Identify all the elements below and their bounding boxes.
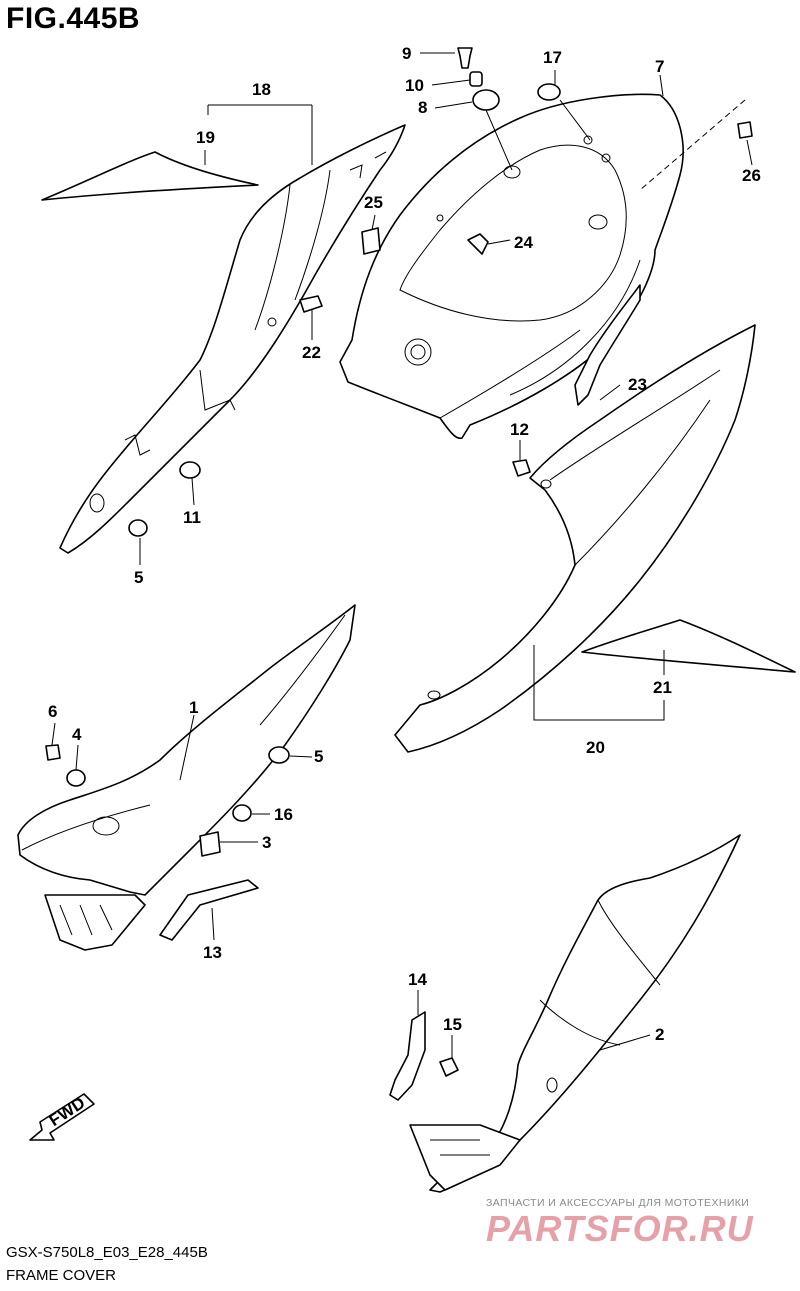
part-25-tape[interactable] xyxy=(361,227,381,255)
part-8-grommet[interactable] xyxy=(472,89,500,111)
callout-8[interactable]: 8 xyxy=(418,98,427,117)
part-11-grommet[interactable] xyxy=(179,461,201,479)
callout-24[interactable]: 24 xyxy=(514,233,533,252)
part-3-cushion[interactable] xyxy=(199,831,221,857)
leader-lines xyxy=(51,52,753,1058)
callout-4[interactable]: 4 xyxy=(72,725,82,744)
callout-23[interactable]: 23 xyxy=(628,375,647,394)
callout-14[interactable]: 14 xyxy=(408,970,427,989)
part-17-grommet[interactable] xyxy=(537,83,561,101)
callout-2[interactable]: 2 xyxy=(655,1025,664,1044)
callout-5-lower[interactable]: 5 xyxy=(314,747,323,766)
part-24-clip[interactable] xyxy=(467,233,489,255)
callout-3[interactable]: 3 xyxy=(262,833,271,852)
part-4-collar[interactable] xyxy=(66,769,86,787)
callout-21[interactable]: 21 xyxy=(653,678,672,697)
callout-13[interactable]: 13 xyxy=(203,943,222,962)
watermark-logo: PARTSFOR.RU xyxy=(486,1208,754,1249)
part-14-bracket[interactable] xyxy=(389,1011,426,1101)
part-26-clip[interactable] xyxy=(737,121,753,139)
callout-10[interactable]: 10 xyxy=(405,76,424,95)
part-5-grommet-upper[interactable] xyxy=(128,519,148,537)
part-18-left-tail-cover[interactable] xyxy=(59,124,406,554)
part-15-clip[interactable] xyxy=(439,1057,459,1077)
callout-1[interactable]: 1 xyxy=(189,698,198,717)
callout-26[interactable]: 26 xyxy=(742,166,761,185)
part-20-right-tail-cover[interactable] xyxy=(394,324,756,753)
watermark-tagline: ЗАПЧАСТИ И АКСЕССУАРЫ ДЛЯ МОТОТЕХНИКИ xyxy=(486,1197,750,1209)
callout-12[interactable]: 12 xyxy=(510,420,529,439)
callout-20[interactable]: 20 xyxy=(586,738,605,757)
callout-5-upper[interactable]: 5 xyxy=(134,568,143,587)
callout-16[interactable]: 16 xyxy=(274,805,293,824)
fwd-direction-badge: FWD xyxy=(29,1093,95,1141)
callout-25[interactable]: 25 xyxy=(364,193,383,212)
diagram-code: GSX-S750L8_E03_E28_445B xyxy=(6,1244,208,1261)
part-13-bracket[interactable] xyxy=(159,879,259,941)
part-5-grommet-lower[interactable] xyxy=(268,746,290,764)
callout-18[interactable]: 18 xyxy=(252,80,271,99)
part-19-decal[interactable] xyxy=(41,151,259,201)
callout-6[interactable]: 6 xyxy=(48,702,57,721)
callouts: 9 10 8 17 7 26 18 19 25 24 22 23 12 11 5… xyxy=(48,44,761,1044)
callout-17[interactable]: 17 xyxy=(543,48,562,67)
part-10-nut[interactable] xyxy=(469,71,483,87)
part-22-spring-clip[interactable] xyxy=(299,295,323,313)
callout-22[interactable]: 22 xyxy=(302,343,321,362)
part-7-rear-tail-cowl[interactable] xyxy=(339,93,684,440)
callout-11[interactable]: 11 xyxy=(183,508,201,527)
part-9-screw[interactable] xyxy=(457,47,473,69)
part-16-grommet[interactable] xyxy=(232,804,252,822)
part-12-screw[interactable] xyxy=(512,459,531,477)
part-23-bracket[interactable] xyxy=(574,284,641,406)
callout-9[interactable]: 9 xyxy=(402,44,411,63)
section-name: FRAME COVER xyxy=(6,1267,117,1284)
part-6-bolt[interactable] xyxy=(45,744,61,761)
callout-15[interactable]: 15 xyxy=(443,1015,462,1034)
part-2-right-frame-cover[interactable] xyxy=(409,834,741,1193)
callout-19[interactable]: 19 xyxy=(196,128,215,147)
callout-7[interactable]: 7 xyxy=(655,57,664,76)
figure-title: FIG.445B xyxy=(6,2,141,35)
part-21-decal[interactable] xyxy=(581,619,796,673)
